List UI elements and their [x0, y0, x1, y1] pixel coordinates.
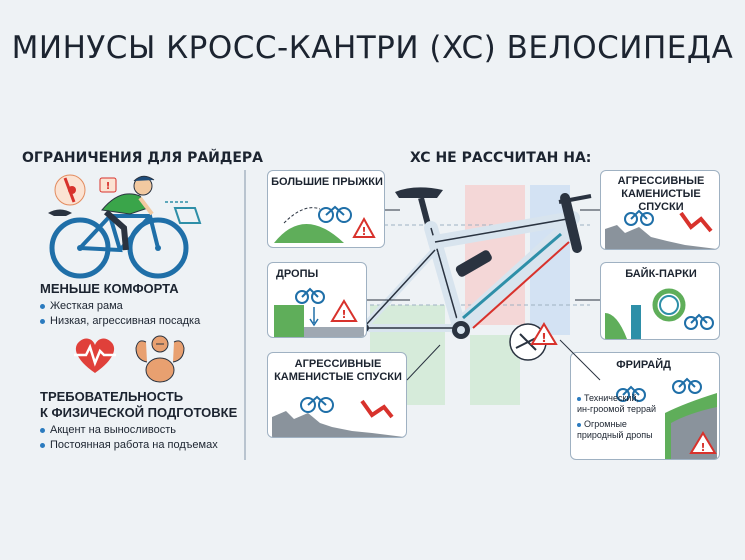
card-freeride-label: ФРИРАЙД	[616, 359, 671, 371]
comfort-title: МЕНЬШЕ КОМФОРТА	[40, 281, 179, 296]
section-divider	[244, 170, 246, 460]
card-big-jumps: БОЛЬШИЕ ПРЫЖКИ !	[267, 170, 385, 248]
svg-text:!: !	[341, 308, 346, 321]
card-rocky-descents-right: АГРЕССИВНЫЕ КАМЕНИСТЫЕ СПУСКИ	[600, 170, 720, 250]
bullet-dot-icon	[40, 318, 45, 324]
freeride-note-2: Огромные природный дропы	[577, 419, 653, 441]
drop-illustration: !	[274, 287, 364, 337]
freeride-note-1-line1: Технический,	[584, 393, 639, 403]
freeride-note-1-line2: ин-гроомой террай	[577, 404, 657, 414]
heart-rate-icon	[74, 338, 116, 373]
fitness-item-text: Постоянная работа на подъемах	[50, 439, 218, 451]
rocky-descent-right-illustration	[605, 209, 717, 249]
flexing-muscle-icon	[135, 335, 185, 383]
card-rocky-right-label-line2: КАМЕНИСТЫЕ СПУСКИ	[621, 188, 701, 213]
comfort-item: Низкая, агрессивная посадка	[40, 315, 200, 327]
jump-ramp-illustration: !	[274, 205, 376, 243]
xc-bike-frame-illustration	[361, 187, 592, 339]
comfort-item-text: Жесткая рама	[50, 300, 123, 312]
svg-text:!: !	[541, 331, 546, 345]
card-bike-parks: БАЙК-ПАРКИ	[600, 262, 720, 340]
svg-text:!: !	[361, 225, 366, 238]
bike-park-illustration	[605, 288, 714, 339]
card-drops-label: ДРОПЫ	[276, 268, 319, 280]
card-bike-parks-label: БАЙК-ПАРКИ	[625, 268, 697, 280]
bullet-dot-icon	[40, 303, 45, 309]
bullet-dot-icon	[40, 427, 45, 433]
freeride-note-2-line1: Огромные	[584, 419, 627, 429]
freeride-note-1: Технический, ин-гроомой террай	[577, 393, 656, 415]
card-big-jumps-label: БОЛЬШИЕ ПРЫЖКИ	[271, 176, 383, 188]
comfort-item-text: Низкая, агрессивная посадка	[50, 315, 201, 327]
rider-on-bike-illustration: !	[48, 174, 202, 279]
bullet-dot-icon	[40, 442, 45, 448]
comfort-item: Жесткая рама	[40, 300, 123, 312]
freeride-cliff-illustration: !	[616, 377, 717, 459]
svg-text:!: !	[700, 441, 705, 454]
left-section-heading: ОГРАНИЧЕНИЯ ДЛЯ РАЙДЕРА	[22, 150, 264, 166]
fitness-item: Акцент на выносливость	[40, 424, 176, 436]
fitness-item: Постоянная работа на подъемах	[40, 439, 218, 451]
card-rocky-left-label-line2: КАМЕНИСТЫЕ СПУСКИ	[274, 371, 402, 383]
crash-warning-icon: !	[509, 322, 558, 361]
freeride-note-2-line2: природный дропы	[577, 430, 653, 440]
fitness-title-line2: К ФИЗИЧЕСКОЙ ПОДГОТОВКЕ	[40, 405, 238, 420]
card-rocky-left-label-line1: АГРЕССИВНЫЕ	[294, 358, 382, 370]
card-drops: ДРОПЫ !	[267, 262, 367, 338]
right-section-heading: XC НЕ РАССЧИТАН НА:	[410, 150, 592, 166]
svg-text:!: !	[106, 181, 111, 192]
page-title: МИНУСЫ КРОСС-КАНТРИ (XC) ВЕЛОСИПЕДА	[11, 30, 734, 66]
card-freeride: ФРИРАЙД ! Технический, ин-гроомой террай…	[570, 352, 720, 460]
fitness-title-line1: ТРЕБОВАТЕЛЬНОСТЬ	[40, 389, 184, 404]
rocky-descent-illustration	[272, 395, 404, 437]
bullet-dot-icon	[577, 422, 581, 427]
card-rocky-right-label-line1: АГРЕССИВНЫЕ	[617, 175, 705, 187]
card-rocky-descents-left: АГРЕССИВНЫЕ КАМЕНИСТЫЕ СПУСКИ	[267, 352, 407, 438]
bullet-dot-icon	[577, 396, 581, 401]
fitness-item-text: Акцент на выносливость	[50, 424, 176, 436]
